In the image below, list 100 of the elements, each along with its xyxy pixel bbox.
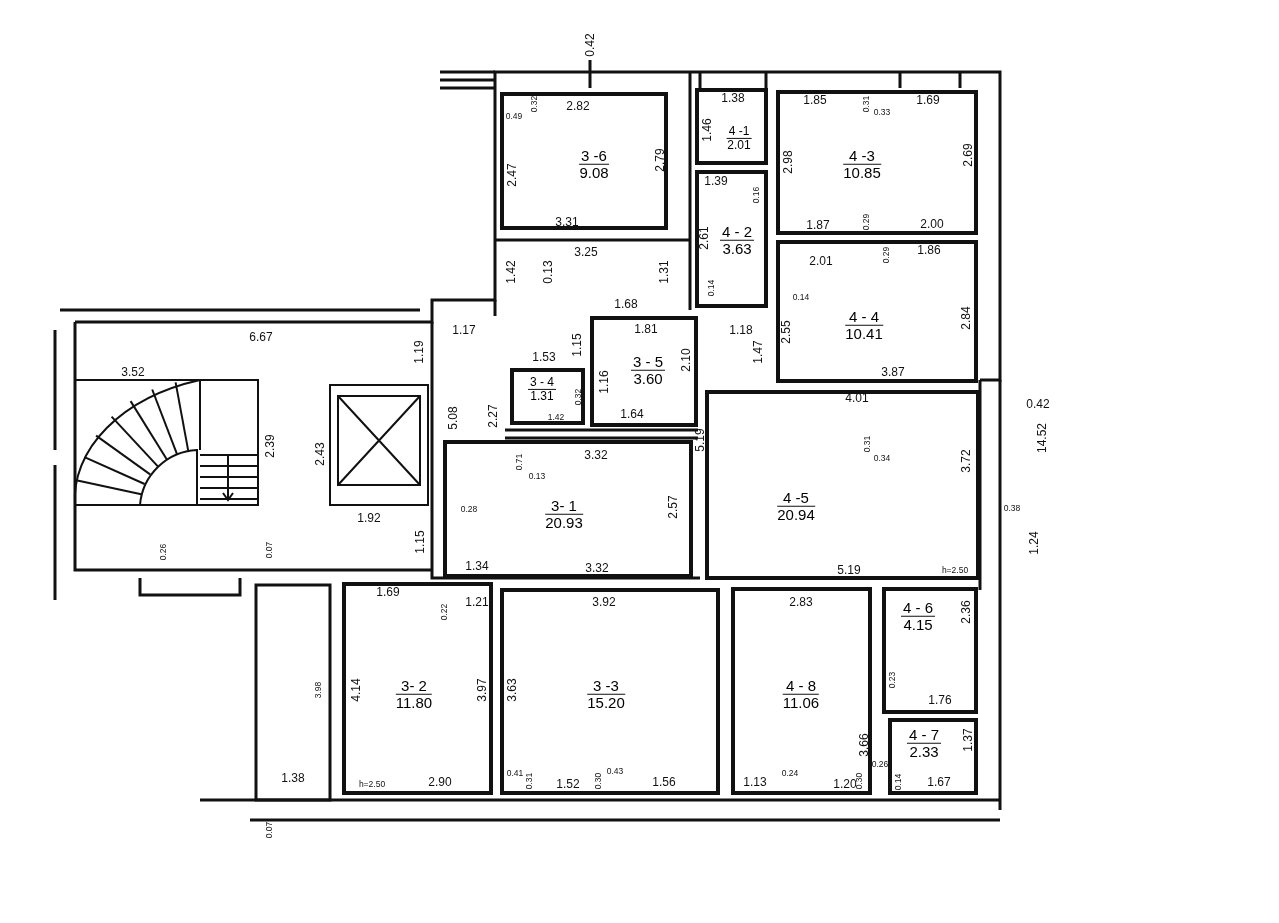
dimension-label: 1.67: [927, 776, 951, 788]
room-number: 3 -3: [587, 677, 625, 695]
dimension-label: 3.32: [584, 449, 608, 461]
room-number: 4 -3: [843, 147, 881, 165]
dimension-label: 2.55: [780, 320, 792, 344]
room-area: 20.93: [545, 514, 583, 531]
dimension-label: 1.24: [1028, 531, 1040, 555]
room-number: 4 -1: [726, 124, 752, 139]
dimension-label: 2.98: [782, 150, 794, 174]
dimension-label: 0.23: [887, 671, 897, 689]
dimension-label: h=2.50: [941, 565, 969, 575]
dimension-label: 1.39: [704, 175, 728, 187]
dimension-label: 1.87: [806, 219, 830, 231]
dimension-label: 2.01: [809, 255, 833, 267]
room-number: 4 - 4: [845, 308, 883, 326]
dimension-label: 1.19: [413, 340, 425, 364]
room-outline: [695, 170, 768, 308]
dimension-label: 2.83: [789, 596, 813, 608]
dimension-label: 2.84: [960, 306, 972, 330]
dimension-label: 1.15: [414, 530, 426, 554]
dimension-label: 0.43: [606, 766, 624, 776]
room-area: 15.20: [587, 694, 625, 711]
dimension-label: 0.07: [264, 541, 274, 559]
room-outline: [776, 240, 978, 383]
dimension-label: 1.15: [571, 333, 583, 357]
room-number: 4 - 6: [901, 599, 935, 617]
dimension-label: 1.16: [598, 370, 610, 394]
dimension-label: 0.31: [524, 772, 534, 790]
dimension-label: 1.76: [928, 694, 952, 706]
dimension-label: 0.42: [584, 33, 596, 57]
room-outline: [510, 368, 585, 425]
room-area: 11.06: [782, 694, 820, 711]
dimension-label: 2.57: [667, 495, 679, 519]
dimension-label: 1.56: [652, 776, 676, 788]
dimension-label: 3.97: [476, 678, 488, 702]
dimension-label: 5.08: [447, 406, 459, 430]
dimension-label: 1.31: [658, 260, 670, 284]
dimension-label: 1.34: [465, 560, 489, 572]
dimension-label: 3.63: [506, 678, 518, 702]
dimension-label: 1.64: [620, 408, 644, 420]
room-outline: [888, 718, 978, 795]
room-area: 2.01: [726, 138, 752, 152]
dimension-label: 0.30: [593, 772, 603, 790]
dimension-label: 0.29: [861, 213, 871, 231]
dimension-label: 1.92: [357, 512, 381, 524]
dimension-label: 0.31: [862, 435, 872, 453]
room-area: 4.15: [901, 616, 935, 633]
room-number: 3- 2: [395, 677, 433, 695]
dimension-label: 2.00: [920, 218, 944, 230]
dimension-label: 3.32: [585, 562, 609, 574]
room-outline: [731, 587, 872, 795]
dimension-label: 0.32: [529, 95, 539, 113]
dimension-label: 3.31: [555, 216, 579, 228]
room-area: 3.63: [720, 240, 754, 257]
dimension-label: 1.18: [729, 324, 753, 336]
room-outline: [342, 582, 493, 795]
dimension-label: 1.47: [752, 340, 764, 364]
dimension-label: 0.13: [528, 471, 546, 481]
dimension-label: 0.13: [542, 260, 554, 284]
room-area: 10.85: [843, 164, 881, 181]
room-number: 4 -5: [777, 489, 815, 507]
dimension-label: 5.19: [837, 564, 861, 576]
room-number: 3- 1: [545, 497, 583, 515]
room-number: 4 - 8: [782, 677, 820, 695]
room-area: 1.31: [528, 389, 556, 403]
dimension-label: 1.17: [452, 324, 476, 336]
dimension-label: 1.86: [917, 244, 941, 256]
dimension-label: 1.46: [701, 118, 713, 142]
dimension-label: 1.42: [505, 260, 517, 284]
dimension-label: 3.72: [960, 449, 972, 473]
dimension-label: 2.43: [314, 442, 326, 466]
room-number: 3 -6: [579, 147, 609, 165]
dimension-label: h=2.50: [358, 779, 386, 789]
dimension-label: 2.36: [960, 600, 972, 624]
room-outline: [776, 90, 978, 235]
dimension-label: 2.61: [698, 226, 710, 250]
dimension-label: 6.67: [249, 331, 273, 343]
room-area: 9.08: [579, 164, 609, 181]
dimension-label: 0.24: [781, 768, 799, 778]
dimension-label: 0.14: [893, 773, 903, 791]
dimension-label: 2.79: [654, 148, 666, 172]
room-area: 11.80: [395, 694, 433, 711]
room-outline: [705, 390, 980, 580]
dimension-label: 0.14: [706, 279, 716, 297]
dimension-label: 0.31: [861, 95, 871, 113]
dimension-label: 0.32: [573, 388, 583, 406]
dimension-label: 0.14: [792, 292, 810, 302]
dimension-label: 1.38: [721, 92, 745, 104]
room-outline: [443, 440, 693, 578]
room-number: 4 - 2: [720, 223, 754, 241]
dimension-label: 0.26: [158, 543, 168, 561]
dimension-label: 1.69: [916, 94, 940, 106]
room-outline: [882, 587, 978, 714]
dimension-label: 1.42: [547, 412, 565, 422]
room-area: 2.33: [907, 743, 941, 760]
dimension-label: 2.69: [962, 143, 974, 167]
dimension-label: 0.41: [506, 768, 524, 778]
dimension-label: 0.29: [881, 246, 891, 264]
dimension-label: 1.37: [962, 728, 974, 752]
dimension-label: 0.07: [264, 821, 274, 839]
